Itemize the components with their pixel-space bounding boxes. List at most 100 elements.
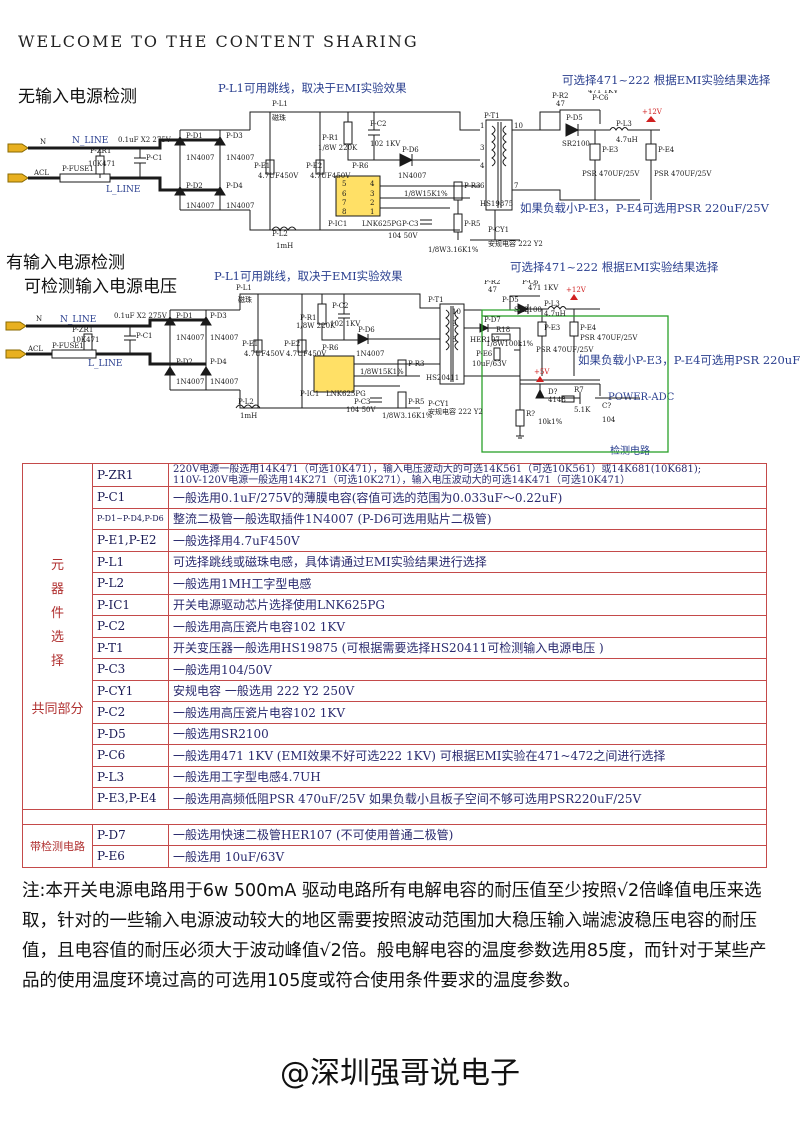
- label-e4: P-E4: [658, 146, 675, 154]
- desc-cell: 可选择跳线或磁珠电感，具体请通过EMI实验结果进行选择: [168, 550, 767, 573]
- label-pin6: 6: [342, 190, 347, 198]
- label2-e3-value: PSR 470UF/25V: [536, 346, 594, 354]
- label-e4-value: PSR 470UF/25V: [654, 170, 712, 178]
- label2-r18-value: 1/8W100k1%: [486, 340, 534, 348]
- part-cell: P-L3: [92, 765, 169, 788]
- label2-r3: P-R3: [408, 360, 424, 368]
- label-pin4: 4: [370, 180, 375, 188]
- label2-cy1: P-CY1: [428, 400, 449, 408]
- label2-d7: P-D7: [484, 316, 501, 324]
- label2-d2-value: 1N4007: [176, 378, 204, 386]
- label2-c1: P-C1: [136, 332, 153, 340]
- label-d6-value: 1N4007: [398, 172, 426, 180]
- label-r3-value: 1/8W15K1%: [404, 190, 448, 198]
- group-common-cell: 元器件选择 共同部分: [22, 463, 93, 810]
- label-r2: P-R2: [552, 92, 568, 100]
- label-c3: P-C3: [402, 220, 419, 228]
- footer-watermark: @深圳强哥说电子: [280, 1056, 520, 1091]
- label2-c3-value: 104 50V: [346, 406, 376, 414]
- spacer-row: [22, 808, 767, 825]
- part-cell: P-E3,P-E4: [92, 787, 169, 810]
- group-detect-label: 带检测电路: [22, 823, 93, 868]
- label-l1: P-L1: [272, 100, 288, 108]
- label-e1: P-E1: [254, 162, 270, 170]
- label-l2-value: 1mH: [276, 242, 293, 250]
- label2-d6-value: 1N4007: [356, 350, 384, 358]
- label2-n-line: N_LINE: [60, 315, 96, 325]
- desc-cell: 开关变压器一般选用HS19875 (可根据需要选择HS20411可检测输入电源电…: [168, 636, 767, 659]
- label-pt7: 7: [514, 182, 518, 190]
- desc-cell: 一般选用高压瓷片电容102 1KV: [168, 615, 767, 638]
- label2-pt9: 9: [452, 320, 456, 328]
- label-d5-value: SR2100: [562, 140, 590, 148]
- label-e2: P-E2: [306, 162, 322, 170]
- label2-fuse: P-FUSE1: [52, 342, 84, 350]
- page-header: WELCOME TO THE CONTENT SHARING: [18, 32, 419, 51]
- label2-zr1-value: 10K471: [72, 336, 100, 344]
- label2-r1-value: 1/8W 220K: [296, 322, 336, 330]
- label2-l1-value: 磁珠: [238, 295, 252, 304]
- label-r5-value: 1/8W3.16K1%: [428, 246, 479, 254]
- group-components-text: 元器件选择: [50, 558, 64, 670]
- label2-c2-value: 102 1KV: [330, 320, 361, 328]
- desc-cell: 一般选用快速二极管HER107 (不可使用普通二极管): [168, 823, 767, 846]
- desc-line-1: 220V电源一般选用14K471（可选10K471），输入电压波动大的可选14K…: [173, 464, 702, 476]
- part-cell: P-ZR1: [92, 463, 169, 487]
- section1-title: 无输入电源检测: [18, 87, 137, 107]
- label2-d4: P-D4: [210, 358, 227, 366]
- label2-pt8: 8: [452, 336, 456, 344]
- label2-d7-value: HER107: [470, 336, 500, 344]
- label2-d6: P-D6: [358, 326, 375, 334]
- label-l3: P-L3: [616, 120, 632, 128]
- label2-r1: P-R1: [300, 314, 316, 322]
- part-cell: P-D7: [92, 823, 169, 846]
- label2-c2: P-C2: [332, 302, 349, 310]
- desc-cell: 开关电源驱动芯片选择使用LNK625PG: [168, 593, 767, 616]
- label-zr1-value: 10K471: [88, 160, 116, 168]
- label-ic-value: LNK625PG: [362, 220, 402, 228]
- label2-n: N: [36, 315, 42, 323]
- label-r1: P-R1: [322, 134, 338, 142]
- label2-d3-value: 1N4007: [210, 334, 238, 342]
- desc-cell: 一般选择用4.7uF450V: [168, 529, 767, 552]
- power-adc-label: POWER-ADC: [608, 392, 675, 403]
- desc-cell: 一般选用 10uF/63V: [168, 845, 767, 868]
- desc-cell: 一般选用471 1KV (EMI效果不好可选222 1KV) 可根据EMI实验在…: [168, 744, 767, 767]
- label2-ic-value: LNK625PG: [326, 390, 366, 398]
- label2-l2: P-L2: [238, 398, 254, 406]
- label-cx: 0.1uF X2 275V: [118, 136, 172, 144]
- label2-ic: P-IC1: [300, 390, 319, 398]
- label-d4: P-D4: [226, 182, 243, 190]
- part-cell: P-D1~P-D4,P-D6: [92, 507, 169, 530]
- label2-l-line: L_LINE: [88, 359, 122, 369]
- label-pin3: 3: [370, 190, 374, 198]
- label2-e1: P-E1: [242, 340, 258, 348]
- label2-r5-value: 1/8W3.16K1%: [382, 412, 433, 420]
- label2-d2: P-D2: [176, 358, 193, 366]
- label2-d1-value: 1N4007: [176, 334, 204, 342]
- label2-e4: P-E4: [580, 324, 597, 332]
- label-r3: P-R3: [464, 182, 480, 190]
- label-d2-value: 1N4007: [186, 202, 214, 210]
- table-row: 元器件选择 共同部分 P-ZR1 220V电源一般选用14K471（可选10K4…: [22, 463, 767, 810]
- label-e3: P-E3: [602, 146, 618, 154]
- label2-c3: P-C3: [354, 398, 371, 406]
- section2-subtitle: 可检测输入电源电压: [24, 277, 177, 297]
- label-acl: ACL: [33, 169, 49, 177]
- label-pin1: 1: [370, 208, 374, 216]
- label-cy1: P-CY1: [488, 226, 509, 234]
- label2-c-value: 104: [602, 416, 616, 424]
- schematic-with-detection: N ACL N_LINE L_LINE 0.1uF X2 275V P-FUSE…: [5, 280, 669, 453]
- label-ic: P-IC1: [328, 220, 347, 228]
- desc-cell: 安规电容 一般选用 222 Y2 250V: [168, 679, 767, 702]
- label-pt10: 10: [514, 122, 523, 130]
- label-r2-value: 47: [556, 100, 565, 108]
- label2-t1: P-T1: [428, 296, 444, 304]
- part-cell: P-C6: [92, 744, 169, 767]
